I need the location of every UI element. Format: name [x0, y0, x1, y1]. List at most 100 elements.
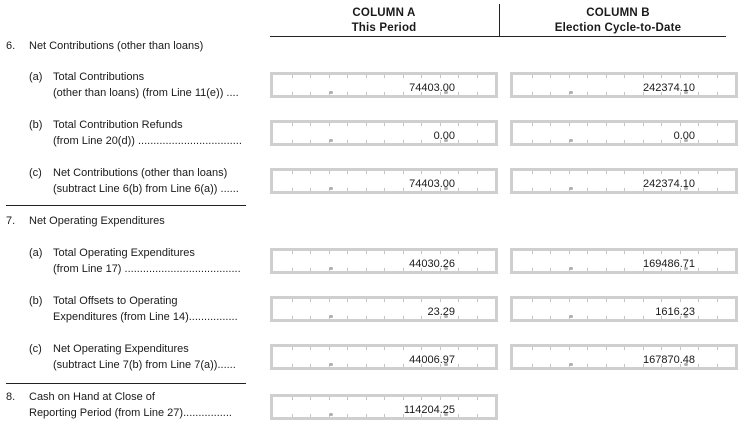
field-tick [643, 75, 644, 78]
field-tick [587, 92, 588, 95]
field-tick [403, 251, 404, 254]
field-tick [403, 397, 404, 400]
line-6b-column-b-field[interactable]: 0.00 [510, 120, 738, 146]
field-tick [643, 92, 644, 95]
field-tick [366, 171, 367, 174]
line-7b-column-a-field[interactable]: 23.29 [270, 296, 498, 322]
field-tick [532, 92, 533, 95]
line-6c-label: (c) Net Contributions (other than loans)… [29, 165, 239, 195]
field-tick [458, 251, 459, 254]
line-text-1: Net Contributions (other than loans) [53, 167, 228, 179]
field-value: 242374.10 [643, 82, 695, 94]
field-tick [366, 299, 367, 302]
field-tick [384, 364, 385, 367]
field-value: 169486.71 [643, 258, 695, 270]
field-tick [477, 268, 478, 271]
field-tick [569, 299, 570, 302]
field-tick [310, 316, 311, 319]
field-tick [310, 364, 311, 367]
field-tick [440, 299, 441, 302]
field-tick [569, 123, 570, 126]
field-tick [329, 397, 330, 400]
field-tick [310, 347, 311, 350]
field-tick [403, 92, 404, 95]
line-6c-column-a-field[interactable]: 74403.00 [270, 168, 498, 194]
field-tick [680, 75, 681, 78]
field-tick [403, 75, 404, 78]
field-separator-dot [569, 363, 573, 366]
field-tick [421, 92, 422, 95]
field-tick [440, 140, 441, 143]
field-tick [440, 92, 441, 95]
field-tick [347, 140, 348, 143]
field-tick [421, 75, 422, 78]
field-tick [384, 347, 385, 350]
field-tick [347, 171, 348, 174]
line-letter: (c) [29, 167, 42, 179]
field-separator-dot [684, 139, 688, 142]
field-tick [550, 347, 551, 350]
field-tick [403, 268, 404, 271]
line-7a-column-b-field[interactable]: 169486.71 [510, 248, 738, 274]
line-7b-column-b-field[interactable]: 1616.23 [510, 296, 738, 322]
field-tick [624, 251, 625, 254]
field-tick [384, 92, 385, 95]
field-tick [310, 251, 311, 254]
column-a-header: COLUMN A This Period [270, 6, 498, 36]
field-tick [550, 75, 551, 78]
line-8-column-a-field[interactable]: 114204.25 [270, 394, 498, 420]
field-tick [661, 364, 662, 367]
field-value: 114204.25 [403, 404, 455, 416]
line-7c-column-a-field[interactable]: 44006.97 [270, 344, 498, 370]
field-separator-dot [569, 139, 573, 142]
field-tick [347, 251, 348, 254]
line-6c-column-b-field[interactable]: 242374.10 [510, 168, 738, 194]
field-tick [421, 299, 422, 302]
field-tick [661, 268, 662, 271]
field-tick [532, 364, 533, 367]
field-tick [698, 123, 699, 126]
field-separator-dot [569, 91, 573, 94]
field-value: 0.00 [433, 130, 455, 142]
field-tick [421, 123, 422, 126]
field-tick [458, 140, 459, 143]
field-tick [606, 299, 607, 302]
line-7a-column-a-field[interactable]: 44030.26 [270, 248, 498, 274]
field-tick [477, 364, 478, 367]
field-separator-dot [329, 91, 333, 94]
field-tick [532, 75, 533, 78]
field-tick [624, 347, 625, 350]
field-tick [606, 123, 607, 126]
line-text-2: Expenditures (from Line 14).............… [53, 311, 238, 323]
field-tick [440, 397, 441, 400]
field-tick [403, 414, 404, 417]
field-tick [643, 347, 644, 350]
field-tick [606, 316, 607, 319]
field-tick [310, 397, 311, 400]
line-6a-column-b-field[interactable]: 242374.10 [510, 72, 738, 98]
line-7c-column-b-field[interactable]: 167870.48 [510, 344, 738, 370]
field-tick [384, 397, 385, 400]
field-tick [717, 268, 718, 271]
line-6b-column-a-field[interactable]: 0.00 [270, 120, 498, 146]
field-tick [532, 188, 533, 191]
field-tick [366, 140, 367, 143]
column-b-title: COLUMN B [586, 7, 650, 19]
field-tick [366, 347, 367, 350]
field-tick [477, 347, 478, 350]
field-tick [292, 397, 293, 400]
field-tick [587, 251, 588, 254]
field-tick [717, 188, 718, 191]
field-tick [717, 299, 718, 302]
field-tick [550, 140, 551, 143]
field-tick [477, 188, 478, 191]
line-text-1: Total Contributions [53, 71, 145, 83]
field-tick [403, 188, 404, 191]
line-8-label: 8. Cash on Hand at Close of Reporting Pe… [6, 389, 232, 419]
field-tick [366, 397, 367, 400]
field-tick [680, 188, 681, 191]
line-6a-column-a-field[interactable]: 74403.00 [270, 72, 498, 98]
field-tick [292, 347, 293, 350]
column-divider [499, 4, 500, 36]
field-tick [421, 171, 422, 174]
